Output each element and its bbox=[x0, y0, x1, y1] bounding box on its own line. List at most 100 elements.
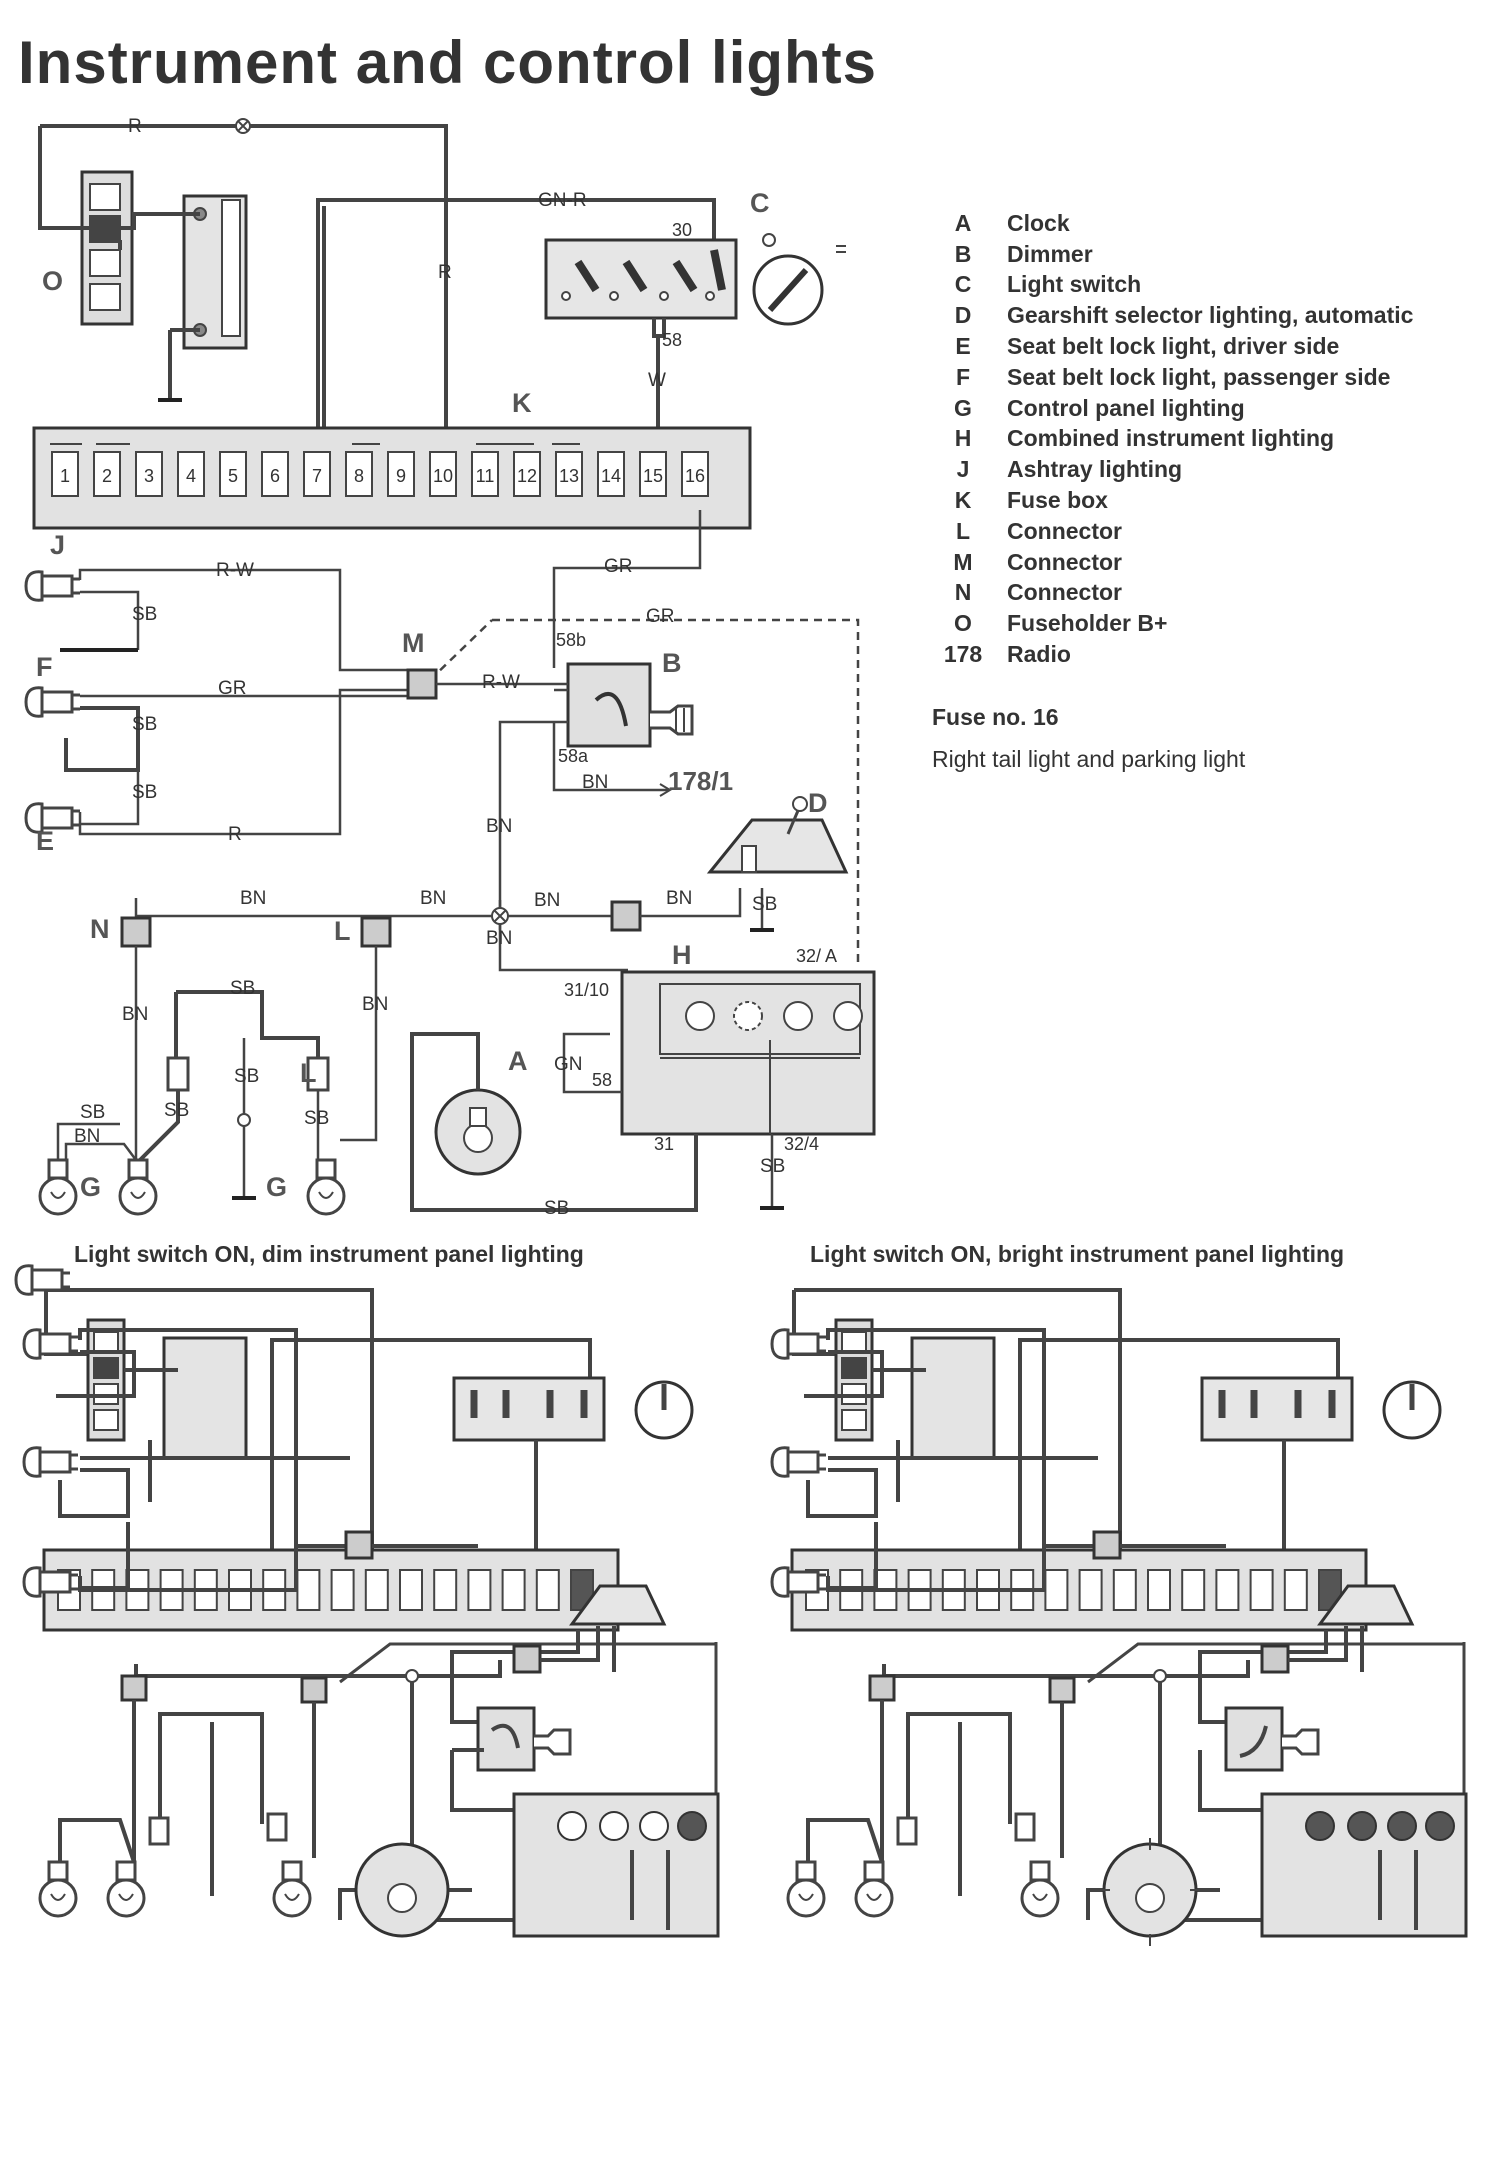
fuse-number: 7 bbox=[312, 466, 322, 486]
fuse-cell bbox=[1215, 1569, 1240, 1611]
wire-label: R bbox=[128, 116, 142, 137]
fuse-cell bbox=[399, 1569, 423, 1611]
fuse-number: 13 bbox=[559, 466, 579, 486]
legend-label: Fuseholder B+ bbox=[1007, 610, 1168, 637]
fuse-cell bbox=[345, 451, 373, 497]
wire-labels: R R GN-R W R-W GR R SB SB SB GR GR R-W B… bbox=[74, 116, 785, 1219]
label-l: L bbox=[334, 916, 351, 946]
fuse-description: Right tail light and parking light bbox=[932, 746, 1246, 772]
wire-label: SB bbox=[164, 1100, 189, 1121]
bright-panel-diagram bbox=[770, 1288, 1468, 1946]
legend-row: N Connector bbox=[935, 578, 1475, 609]
clock bbox=[434, 1088, 522, 1176]
pin-label: 32/ A bbox=[796, 946, 837, 966]
fuse-cell bbox=[471, 451, 499, 497]
wire-label: BN bbox=[122, 1004, 148, 1025]
legend-label: Clock bbox=[1007, 209, 1070, 236]
fuse-number: 11 bbox=[476, 466, 495, 486]
connector-m bbox=[406, 668, 438, 700]
wire-label: SB bbox=[230, 978, 255, 999]
legend-label: Connector bbox=[1007, 517, 1122, 544]
fuse-number: 8 bbox=[354, 466, 364, 486]
legend-key: D bbox=[954, 302, 972, 329]
legend-key: B bbox=[954, 240, 972, 267]
label-d: D bbox=[808, 788, 828, 818]
wire-label: BN bbox=[420, 888, 446, 909]
light-switch bbox=[544, 233, 846, 326]
legend-label: Ashtray lighting bbox=[1007, 456, 1183, 483]
pin-label: 32/4 bbox=[784, 1134, 819, 1154]
pin-label: 58b bbox=[556, 630, 586, 650]
connector-n bbox=[120, 916, 152, 948]
label-c: C bbox=[750, 188, 770, 218]
radio-reference: 178/1 bbox=[668, 766, 733, 796]
dim-panel-title: Light switch ON, dim instrument panel li… bbox=[74, 1241, 584, 1267]
wire-label: BN bbox=[486, 928, 512, 949]
legend-key: H bbox=[954, 425, 972, 452]
label-a: A bbox=[508, 1046, 528, 1076]
component-labels: O C K J F E M B D N L L H A G G bbox=[36, 188, 828, 1202]
wire-label: SB bbox=[132, 782, 157, 803]
legend-key: L bbox=[955, 517, 971, 544]
wire-label: BN bbox=[74, 1126, 100, 1147]
fuse-number: 9 bbox=[396, 466, 406, 486]
fuse-cell bbox=[303, 451, 331, 497]
fuseholder-o bbox=[80, 170, 134, 326]
legend-key: E bbox=[955, 333, 971, 360]
fuse-title: Fuse no. 16 bbox=[932, 704, 1059, 730]
wire-label: BN bbox=[582, 772, 608, 793]
wire-label: BN bbox=[362, 994, 388, 1015]
wire-label: GR bbox=[604, 556, 633, 577]
wire-label: SB bbox=[760, 1156, 785, 1177]
legend-row: B Dimmer bbox=[935, 239, 1475, 270]
fuse-cell bbox=[387, 451, 415, 497]
label-j: J bbox=[50, 530, 65, 560]
pin-labels: 30 58 58b 58a 31/10 32/ A 58 31 32/4 bbox=[556, 220, 837, 1154]
fuse-number: 12 bbox=[517, 466, 537, 486]
legend-row: J Ashtray lighting bbox=[935, 454, 1475, 485]
wire-label: SB bbox=[132, 604, 157, 625]
label-f: F bbox=[36, 652, 53, 682]
legend-key: J bbox=[956, 456, 970, 483]
fuse-number: 16 bbox=[685, 466, 705, 486]
wire-label: R bbox=[438, 262, 452, 283]
fuse-cell bbox=[597, 451, 625, 497]
label-k: K bbox=[512, 388, 532, 418]
page-title: Instrument and control lights bbox=[18, 29, 878, 96]
legend-key: N bbox=[954, 579, 972, 606]
dimmer bbox=[566, 662, 694, 748]
label-h: H bbox=[672, 940, 692, 970]
wire-label: GR bbox=[646, 606, 675, 627]
fuse-cells bbox=[57, 1569, 594, 1611]
wire-label: GN bbox=[554, 1054, 583, 1075]
wire-label: BN bbox=[534, 890, 560, 911]
fuse-cell bbox=[429, 451, 457, 497]
legend-label: Connector bbox=[1007, 579, 1122, 606]
fuse-cell bbox=[177, 451, 205, 497]
fuse-cell bbox=[501, 1569, 526, 1611]
label-b: B bbox=[662, 648, 682, 678]
label-n: N bbox=[90, 914, 110, 944]
legend-label: Dimmer bbox=[1007, 240, 1093, 267]
legend-row: L Connector bbox=[935, 516, 1475, 547]
legend-key: 178 bbox=[943, 641, 983, 668]
legend-key: F bbox=[955, 363, 971, 390]
fuse-number: 15 bbox=[643, 466, 663, 486]
fuse-cell bbox=[1249, 1569, 1274, 1611]
legend-key: G bbox=[954, 394, 972, 421]
fuse-number: 14 bbox=[601, 466, 621, 486]
legend-label: Fuse box bbox=[1007, 487, 1108, 514]
fuse-cell bbox=[330, 1569, 355, 1611]
wire-label: R-W bbox=[482, 672, 520, 693]
fuse-cell bbox=[433, 1569, 458, 1611]
label-o: O bbox=[42, 266, 63, 296]
